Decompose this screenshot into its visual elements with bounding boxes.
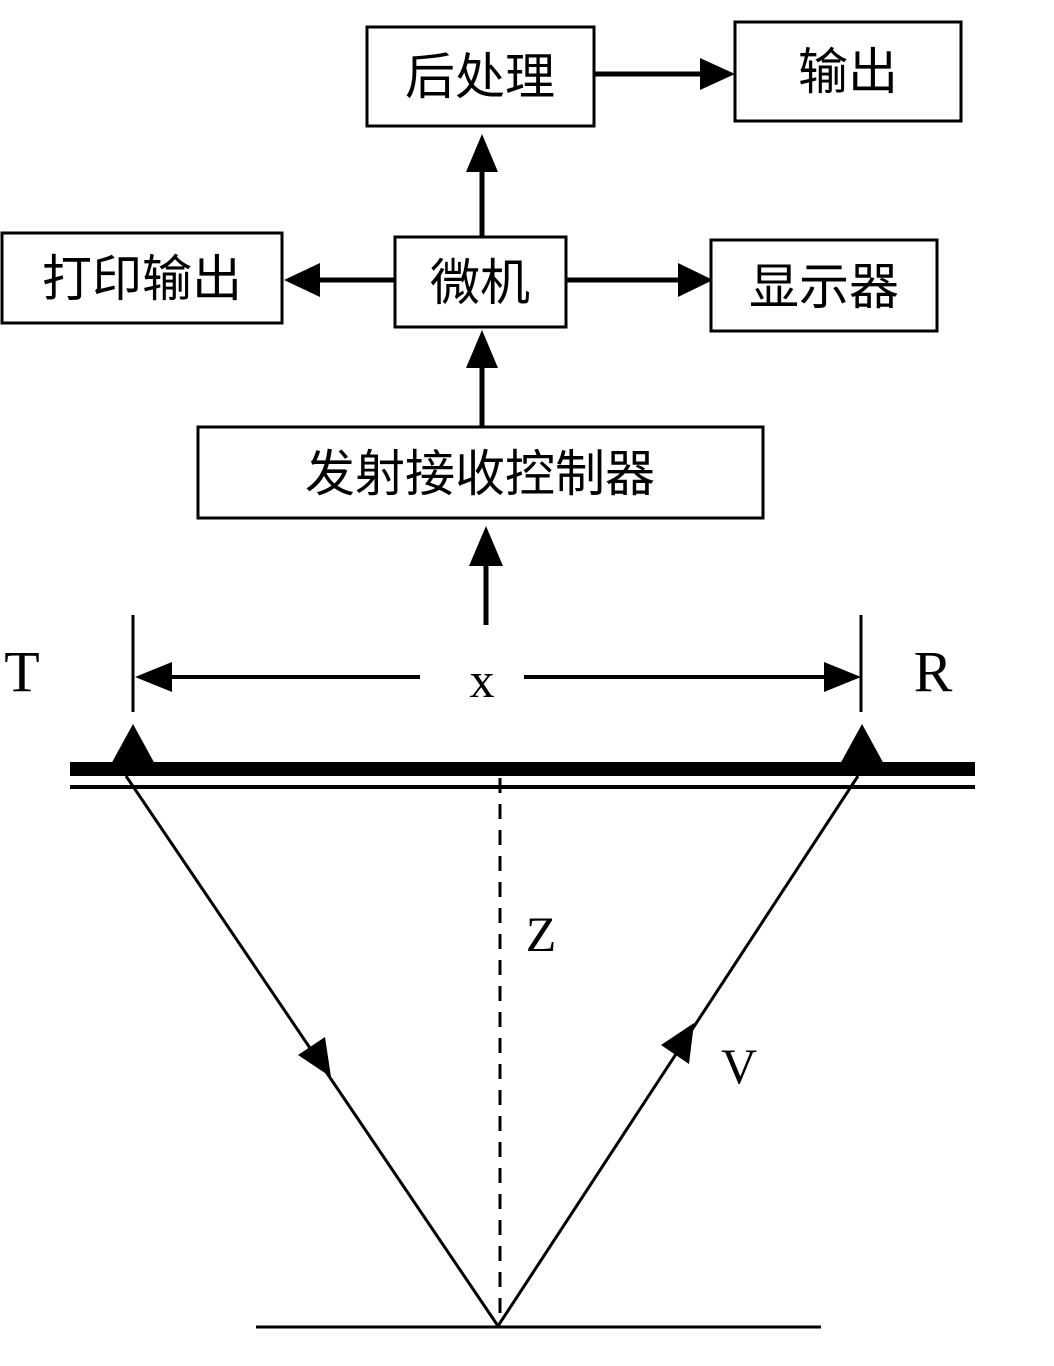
post-processing-box: 后处理: [365, 25, 596, 128]
microcomputer-label: 微机: [430, 254, 530, 312]
transmitter-label: T: [4, 640, 39, 705]
velocity-label: V: [721, 1038, 757, 1094]
arrow-microcomputer-to-print-output: [284, 263, 395, 297]
output-label: 输出: [798, 43, 898, 101]
tx-rx-controller-box: 发射接收控制器: [196, 425, 765, 520]
print-output-label: 打印输出: [42, 250, 242, 308]
arrow-microcomputer-to-display: [566, 263, 713, 297]
arrow-controller-to-microcomputer: [466, 330, 498, 427]
print-output-box: 打印输出: [0, 231, 284, 325]
distance-label: x: [470, 652, 495, 708]
arrow-post-processing-to-output: [594, 58, 735, 90]
depth-label: Z: [526, 906, 557, 962]
microcomputer-box: 微机: [393, 235, 568, 329]
post-processing-label: 后处理: [405, 48, 555, 106]
display-box: 显示器: [709, 238, 939, 333]
tx-rx-controller-label: 发射接收控制器: [305, 445, 655, 503]
display-label: 显示器: [749, 258, 899, 316]
incident-ray: [124, 775, 500, 1327]
arrow-antenna-to-controller: [469, 526, 503, 625]
ground-surface: [70, 762, 975, 789]
reflected-ray: [496, 775, 860, 1327]
receiver-antenna: [839, 724, 885, 766]
transmitter-antenna: [110, 724, 156, 766]
output-box: 输出: [733, 20, 963, 123]
receiver-label: R: [914, 640, 953, 705]
arrow-microcomputer-to-post-processing: [466, 134, 498, 237]
distance-dimension-arrow: [135, 662, 861, 692]
